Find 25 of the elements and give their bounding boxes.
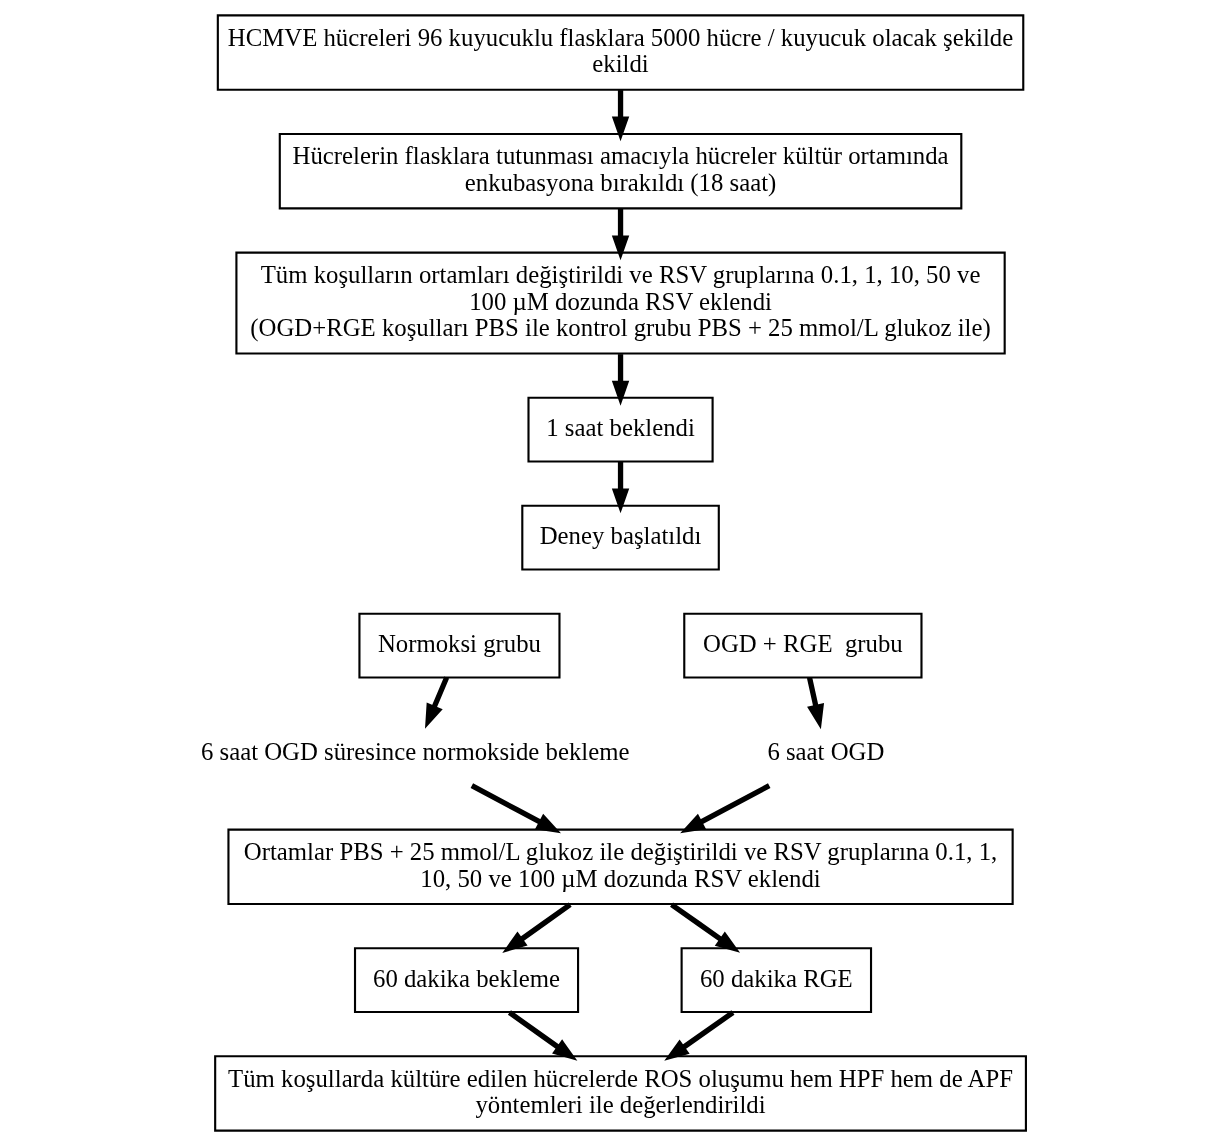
node-box: 60 dakika bekleme — [353, 947, 579, 1014]
node-text: 6 saat OGD süresince normokside bekleme — [200, 738, 629, 766]
arrow — [663, 1010, 734, 1061]
node-box: OGD + RGE grubu — [682, 612, 923, 679]
node-box: Hücrelerin flasklara tutunması amacıyla hücreler kültür ortamında enkubasyona bırakıldı (18 saat) — [278, 132, 962, 210]
arrow — [470, 783, 561, 834]
arrow — [679, 783, 770, 834]
arrow — [501, 902, 572, 953]
arrow — [669, 902, 740, 953]
node-text: 6 saat OGD — [766, 738, 884, 766]
node-box: HCMVE hücreleri 96 kuyucuklu flasklara 5000 hücre / kuyucuk olacak şekilde ekildi — [216, 14, 1024, 91]
arrow — [611, 208, 629, 261]
node-box: Normoksi grubu — [357, 612, 561, 679]
node-box: Ortamlar PBS + 25 mmol/L glukoz ile değiştirildi ve RSV gruplarına 0.1, 1, 10, 50 ve 100 µM dozunda RSV eklendi — [226, 828, 1014, 906]
node-box: 60 dakika RGE — [680, 947, 872, 1014]
node-box: Tüm koşulların ortamları değiştirildi ve RSV gruplarına 0.1, 1, 10, 50 ve 100 µM dozunda RSV eklendi (OGD+RGE koşulları PBS ile kontrol grubu PBS + 25 mmol/L glukoz ile) — [234, 251, 1006, 355]
node-box: 1 saat beklendi — [526, 396, 714, 463]
arrow — [424, 676, 449, 729]
arrow — [507, 1010, 577, 1061]
arrow — [611, 90, 629, 142]
arrow — [806, 677, 824, 730]
node-box: Tüm koşullarda kültüre edilen hücrelerde ROS oluşumu hem HPF hem de APF yöntemleri ile değerlendirildi — [213, 1055, 1027, 1132]
arrow — [611, 461, 629, 514]
node-box: Deney başlatıldı — [520, 504, 720, 571]
arrow — [611, 354, 629, 406]
